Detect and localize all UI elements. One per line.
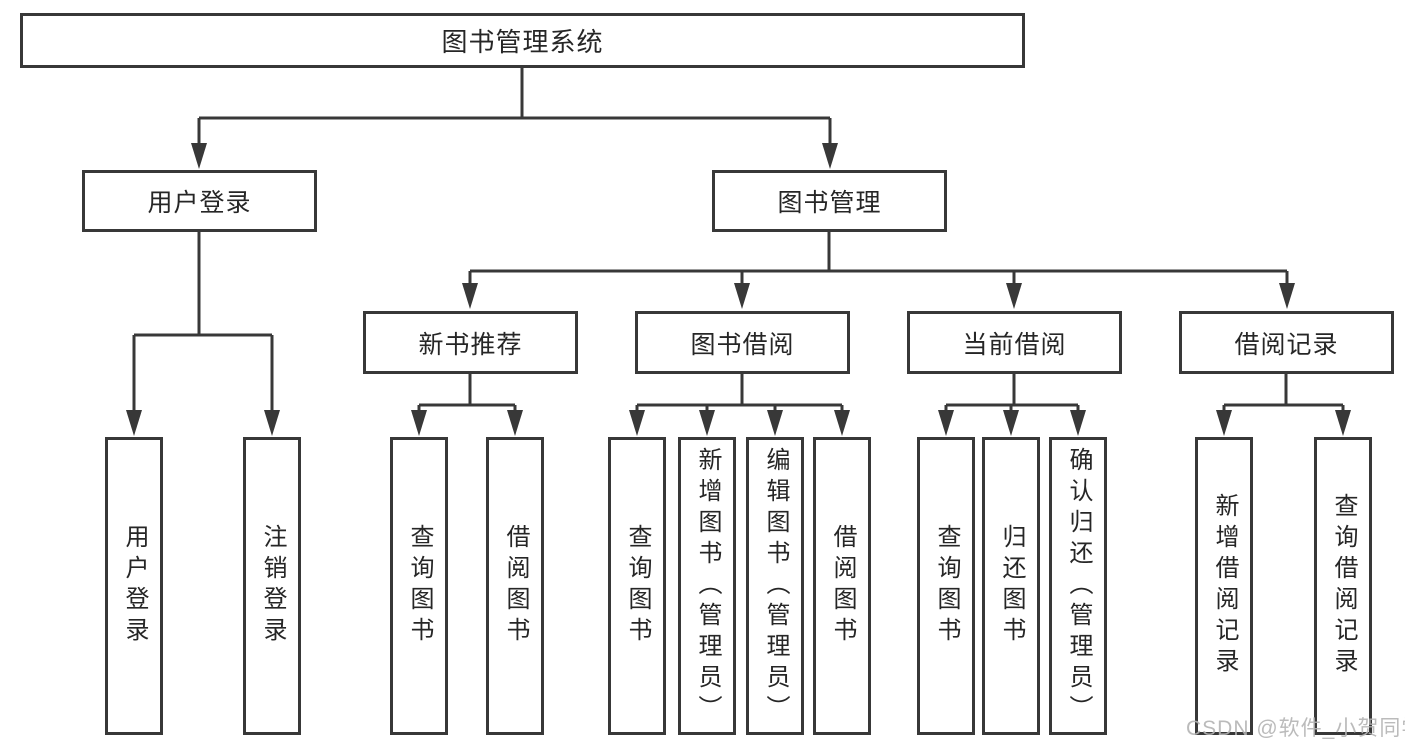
- arrowhead: [1216, 410, 1232, 436]
- node-borrow-records-label: 借阅记录: [1234, 330, 1339, 359]
- arrowhead: [1003, 410, 1019, 436]
- connector-book-borrow-subtree: [635, 374, 844, 412]
- node-user-login: 用户登录: [82, 170, 317, 232]
- arrowhead: [629, 410, 645, 436]
- arrowhead: [264, 410, 280, 436]
- leaf-br-query-record-label: 查询借阅记录: [1330, 493, 1357, 679]
- arrowhead: [1335, 410, 1351, 436]
- node-book-management-label: 图书管理: [777, 189, 882, 217]
- arrowhead: [767, 410, 783, 436]
- node-new-book-recommend: 新书推荐: [363, 311, 578, 374]
- node-root: 图书管理系统: [20, 13, 1025, 68]
- leaf-cb-confirm-return-admin-label: 确认归还（管理员）: [1065, 446, 1092, 726]
- node-book-management: 图书管理: [712, 170, 947, 232]
- arrowhead: [191, 143, 207, 169]
- connector-current-borrow-subtree: [944, 374, 1080, 412]
- leaf-cb-confirm-return-admin: 确认归还（管理员）: [1049, 437, 1107, 735]
- arrowhead: [507, 410, 523, 436]
- node-book-borrow-label: 图书借阅: [690, 330, 795, 359]
- leaf-nb-borrow-book-label: 借阅图书: [502, 524, 529, 648]
- leaf-logout: 注销登录: [243, 437, 301, 735]
- arrowhead: [1070, 410, 1086, 436]
- csdn-watermark: CSDN @软件_小贺同学: [1186, 717, 1405, 740]
- leaf-bb-borrow-book-label: 借阅图书: [829, 524, 856, 648]
- leaf-bb-borrow-book: 借阅图书: [813, 437, 871, 735]
- node-book-borrow: 图书借阅: [635, 311, 850, 374]
- leaf-user-login-label: 用户登录: [121, 524, 148, 648]
- node-current-borrow-label: 当前借阅: [962, 330, 1067, 359]
- leaf-bb-query-book-label: 查询图书: [624, 524, 651, 648]
- node-borrow-records: 借阅记录: [1179, 311, 1394, 374]
- leaf-bb-edit-book-admin: 编辑图书（管理员）: [746, 437, 804, 735]
- leaf-bb-edit-book-admin-label: 编辑图书（管理员）: [762, 446, 789, 726]
- leaf-nb-borrow-book: 借阅图书: [486, 437, 544, 735]
- leaf-cb-query-book: 查询图书: [917, 437, 975, 735]
- leaf-br-add-record-label: 新增借阅记录: [1211, 493, 1238, 679]
- leaf-bb-add-book-admin-label: 新增图书（管理员）: [694, 446, 721, 726]
- leaf-logout-label: 注销登录: [259, 524, 286, 648]
- node-new-book-recommend-label: 新书推荐: [418, 330, 523, 359]
- node-current-borrow: 当前借阅: [907, 311, 1122, 374]
- arrowhead: [1279, 283, 1295, 309]
- leaf-cb-query-book-label: 查询图书: [933, 524, 960, 648]
- arrowhead: [938, 410, 954, 436]
- leaf-cb-return-book-label: 归还图书: [998, 524, 1025, 648]
- arrowhead: [699, 410, 715, 436]
- node-user-login-label: 用户登录: [147, 189, 252, 217]
- leaf-br-query-record: 查询借阅记录: [1314, 437, 1372, 735]
- leaf-nb-query-book-label: 查询图书: [406, 524, 433, 648]
- leaf-user-login: 用户登录: [105, 437, 163, 735]
- leaf-bb-query-book: 查询图书: [608, 437, 666, 735]
- node-root-label: 图书管理系统: [441, 27, 604, 57]
- arrowhead: [822, 143, 838, 169]
- leaf-nb-query-book: 查询图书: [390, 437, 448, 735]
- connector-root-to-level2: [197, 68, 832, 144]
- connector-borrow-records-subtree: [1222, 374, 1345, 412]
- connector-new-book-recommend-subtree: [417, 374, 517, 412]
- arrowhead: [462, 283, 478, 309]
- arrowhead: [834, 410, 850, 436]
- leaf-br-add-record: 新增借阅记录: [1195, 437, 1253, 735]
- connector-book-management-to-level3: [468, 232, 1289, 284]
- arrowhead: [126, 410, 142, 436]
- arrowhead: [411, 410, 427, 436]
- leaf-cb-return-book: 归还图书: [982, 437, 1040, 735]
- leaf-bb-add-book-admin: 新增图书（管理员）: [678, 437, 736, 735]
- arrowhead: [1006, 283, 1022, 309]
- arrowheads: [126, 143, 1351, 436]
- connector-user-login-subtree: [132, 232, 274, 411]
- arrowhead: [734, 283, 750, 309]
